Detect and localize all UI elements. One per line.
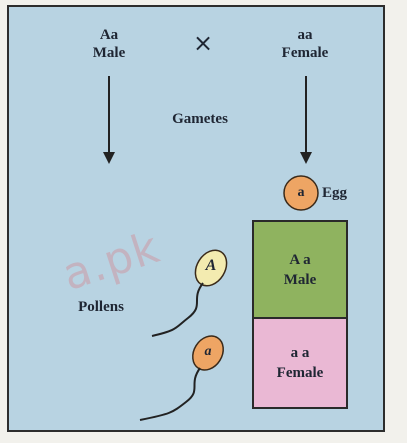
pollen-a-allele: a (198, 343, 218, 361)
offspring-male-genotype: A a (289, 250, 310, 270)
offspring-female-cell: a a Female (252, 317, 348, 409)
pollens-label: Pollens (66, 298, 136, 316)
offspring-male-label: Male (284, 270, 316, 290)
male-parent-label: Aa Male (84, 26, 134, 62)
cross-symbol: × (188, 34, 218, 52)
male-text: Male (84, 44, 134, 62)
male-genotype: Aa (84, 26, 134, 44)
female-parent-label: aa Female (270, 26, 340, 62)
offspring-female-label: Female (277, 363, 324, 383)
female-genotype: aa (270, 26, 340, 44)
egg-label: Egg (322, 184, 366, 202)
egg-allele: a (291, 184, 311, 202)
female-text: Female (270, 44, 340, 62)
offspring-female-genotype: a a (291, 343, 310, 363)
offspring-male-cell: A a Male (252, 220, 348, 319)
pollen-A-allele: A (200, 257, 222, 275)
gametes-label: Gametes (150, 110, 250, 128)
